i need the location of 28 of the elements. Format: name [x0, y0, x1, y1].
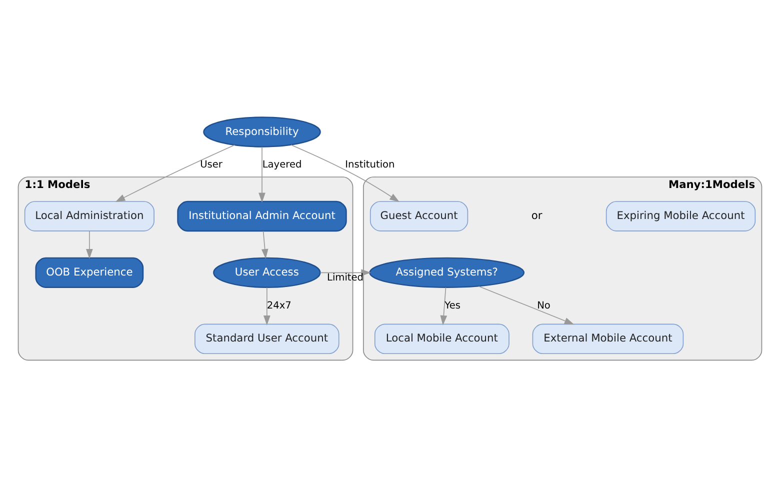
- node-box: Local Mobile Account: [374, 324, 510, 354]
- edge-label: User: [200, 160, 222, 171]
- edge-label: Layered: [262, 160, 302, 171]
- node-box: External Mobile Account: [532, 324, 684, 354]
- arrow: [320, 269, 371, 276]
- edge-label: No: [537, 300, 550, 312]
- edge-label: Institution: [345, 160, 395, 171]
- node-box: Local Administration: [24, 201, 154, 232]
- edge-label: 24x7: [266, 300, 292, 312]
- arrow: [258, 146, 266, 203]
- node-ellipse: Responsibility: [203, 116, 321, 148]
- node-box: OOB Experience: [35, 257, 144, 288]
- node-ellipse: User Access: [213, 257, 321, 288]
- arrow: [290, 144, 400, 202]
- arrow: [478, 286, 574, 325]
- arrow: [115, 144, 236, 202]
- arrow: [86, 230, 93, 259]
- node-box: Standard User Account: [194, 324, 340, 354]
- arrow: [263, 287, 270, 326]
- arrow: [440, 287, 448, 326]
- node-box: Expiring Mobile Account: [606, 201, 756, 232]
- node-box: Guest Account: [370, 201, 468, 232]
- label: or: [531, 209, 542, 222]
- edge-label: Yes: [444, 300, 460, 312]
- node-ellipse: Assigned Systems?: [369, 257, 525, 288]
- node-box: Institutional Admin Account: [177, 200, 347, 232]
- edge-label: Limited: [326, 272, 364, 284]
- arrow: [261, 230, 268, 259]
